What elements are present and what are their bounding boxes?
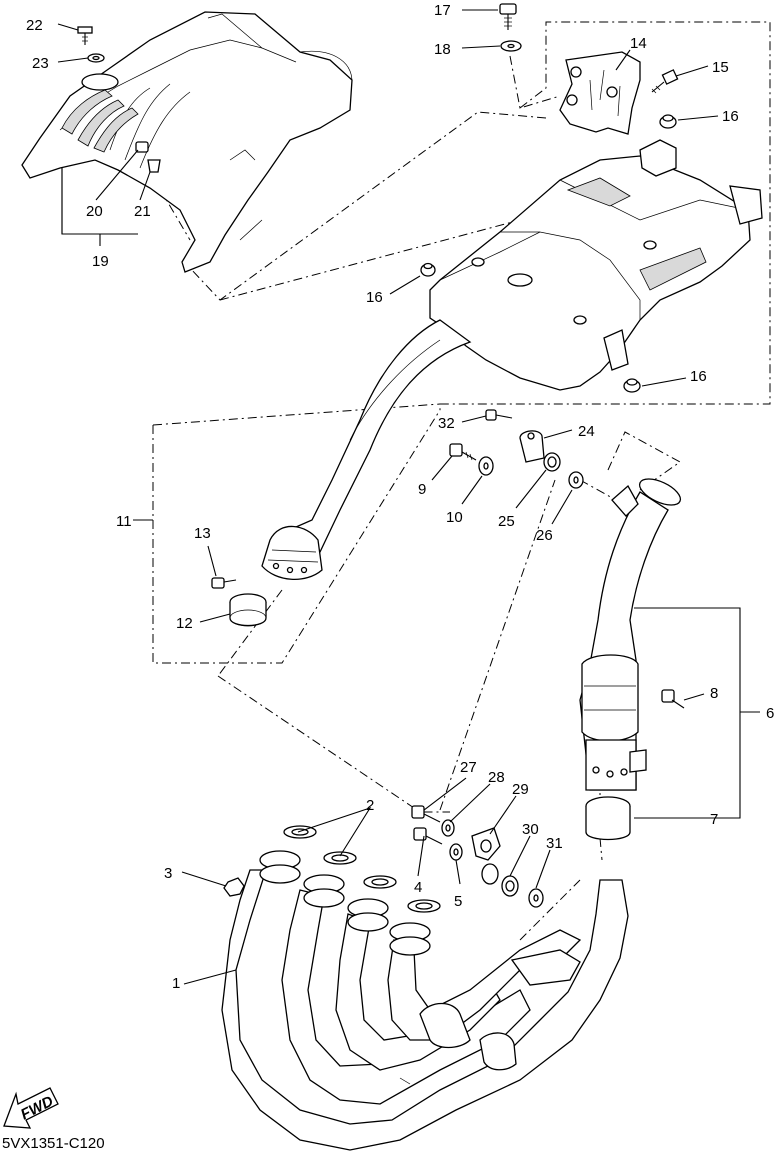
washer-26 <box>568 471 584 489</box>
bolt-9 <box>449 443 477 461</box>
bolt-15 <box>651 69 679 94</box>
muffler-assembly-boundary <box>152 21 771 664</box>
callout-13: 13 <box>194 525 211 542</box>
callout-21: 21 <box>134 203 151 220</box>
callout-16-top: 16 <box>722 108 739 125</box>
callout-9: 9 <box>418 481 426 498</box>
bolt-4 <box>413 827 443 845</box>
callout-20: 20 <box>86 203 103 220</box>
bracket-24 <box>519 430 545 463</box>
callout-14: 14 <box>630 35 647 52</box>
damper-16-top <box>659 114 677 129</box>
link-pipe <box>261 319 472 581</box>
callout-15: 15 <box>712 59 729 76</box>
heat-shield-damper-20 <box>135 141 149 153</box>
callout-26: 26 <box>536 527 553 544</box>
callout-2: 2 <box>366 797 374 814</box>
washer-31 <box>528 888 544 908</box>
bolt-8 <box>661 689 685 709</box>
callout-1: 1 <box>172 975 180 992</box>
callout-24: 24 <box>578 423 595 440</box>
bolt-17 <box>499 3 517 30</box>
washer-5 <box>449 843 463 861</box>
callout-22: 22 <box>26 17 43 34</box>
heat-shield-bolt-22 <box>77 26 93 45</box>
callout-labels: 22 23 20 21 19 17 18 14 15 16 16 16 32 2… <box>26 2 774 992</box>
heat-shield-collar-21 <box>147 159 161 173</box>
gasket-12 <box>229 593 267 627</box>
callout-29: 29 <box>512 781 529 798</box>
nut-3 <box>223 877 245 897</box>
callout-7: 7 <box>710 811 718 828</box>
callout-12: 12 <box>176 615 193 632</box>
callout-30: 30 <box>522 821 539 838</box>
damper-16-left <box>420 262 436 277</box>
bolt-32 <box>485 409 513 421</box>
bolt-27 <box>411 805 441 823</box>
callout-5: 5 <box>454 893 462 910</box>
callout-23: 23 <box>32 55 49 72</box>
gasket-7 <box>585 796 631 841</box>
callout-16-bottom: 16 <box>690 368 707 385</box>
leader-lines <box>57 9 760 985</box>
ring-30 <box>481 863 519 897</box>
callout-3: 3 <box>164 865 172 882</box>
callout-18: 18 <box>434 41 451 58</box>
bracket-29 <box>471 827 501 861</box>
callout-28: 28 <box>488 769 505 786</box>
bolt-13 <box>211 577 237 589</box>
callout-31: 31 <box>546 835 563 852</box>
callout-8: 8 <box>710 685 718 702</box>
muffler-bracket <box>559 51 641 135</box>
ring-25 <box>543 452 561 472</box>
callout-19: 19 <box>92 253 109 270</box>
callout-17: 17 <box>434 2 451 19</box>
washer-18 <box>500 40 522 52</box>
callout-32: 32 <box>438 415 455 432</box>
callout-6: 6 <box>766 705 774 722</box>
muffler-heat-shield <box>21 11 353 273</box>
fwd-arrow-icon: FWD <box>3 1087 59 1129</box>
exhaust-header <box>221 850 629 1151</box>
washer-10 <box>478 456 494 476</box>
muffler-body <box>429 139 763 391</box>
gaskets-2 <box>283 825 441 913</box>
callout-25: 25 <box>498 513 515 530</box>
washer-28 <box>441 819 455 837</box>
heat-shield-washer-23 <box>87 53 105 63</box>
callout-27: 27 <box>460 759 477 776</box>
guide-lines <box>149 55 681 941</box>
callout-4: 4 <box>414 879 422 896</box>
damper-16-bottom <box>623 378 641 393</box>
callout-10: 10 <box>446 509 463 526</box>
callout-16-left: 16 <box>366 289 383 306</box>
diagram-code: 5VX1351-C120 <box>2 1135 105 1152</box>
callout-11: 11 <box>116 513 132 530</box>
catalyst-pipe <box>579 478 682 791</box>
